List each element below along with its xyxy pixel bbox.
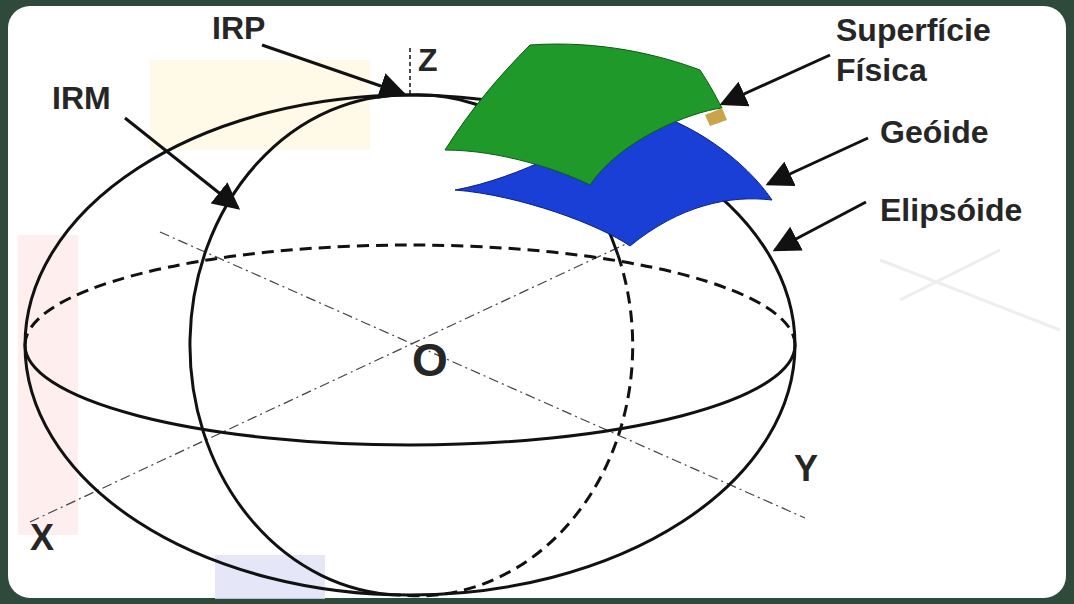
surface-label: Geóide bbox=[880, 112, 988, 152]
surface-label: Elipsóide bbox=[880, 190, 1022, 230]
reference-label: IRM bbox=[52, 78, 111, 118]
axis-label: Z bbox=[418, 40, 438, 80]
reference-label: IRP bbox=[212, 8, 265, 48]
surface-label: Superfície Física bbox=[836, 10, 1061, 90]
axis-label: X bbox=[30, 515, 54, 560]
axis-label: Y bbox=[794, 446, 818, 491]
origin-label: O bbox=[412, 332, 448, 390]
